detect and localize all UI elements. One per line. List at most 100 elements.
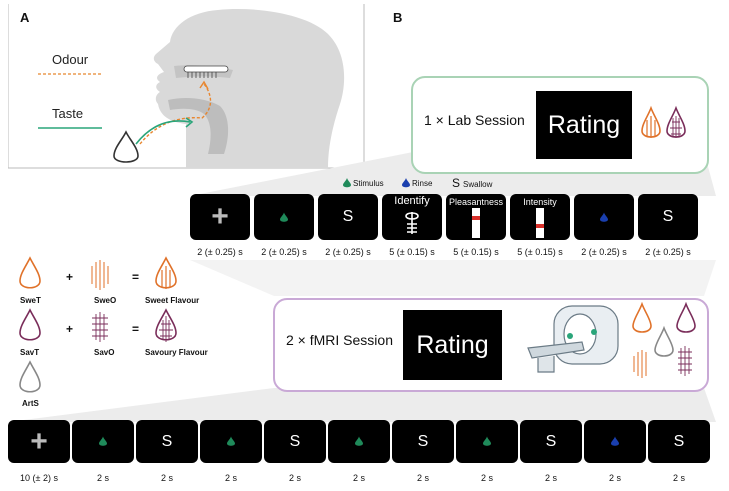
rinse-legend: Rinse (402, 178, 432, 188)
stimulus-drop-icon (99, 436, 107, 446)
lab-rating-screen: Rating (536, 91, 632, 159)
fmri-screen-swallow: S (136, 420, 198, 463)
savoury-odour-grid-icon (92, 312, 108, 342)
lab-to-fmri-projection (190, 260, 716, 296)
savo-label: SavO (94, 348, 115, 357)
sweet-odour-lines-icon (91, 260, 109, 290)
lab-screen-swallow-2: S (638, 194, 698, 240)
lab-session-label: 1 × Lab Session (424, 112, 525, 128)
swallow-legend-label: Swallow (463, 180, 493, 189)
fmri-session-label: 2 × fMRI Session (286, 332, 393, 348)
savoury-taste-drop-icon (19, 308, 41, 341)
sweet-taste-drop-icon (632, 302, 652, 333)
odour-arrow-head (199, 80, 209, 90)
plus-sign: + (66, 270, 74, 284)
fmri-screen-rinse (584, 420, 646, 463)
swallow-letter: S (342, 208, 354, 225)
savt-label: SavT (20, 348, 40, 357)
fmri-duration-5: 2 s (288, 473, 301, 483)
fmri-stimuli-drops (632, 302, 696, 378)
fmri-duration-3: 2 s (160, 473, 173, 483)
swallow-letter: S (417, 432, 429, 450)
lab-duration-6: 5 (± 0.15) s (517, 247, 563, 257)
olfactory-bulb-icon (183, 65, 229, 78)
fmri-screen-fixation: + (8, 420, 70, 463)
swallow-letter: S (161, 432, 173, 450)
rinse-legend-label: Rinse (412, 178, 433, 188)
fmri-duration-2: 2 s (96, 473, 109, 483)
sweet-taste-drop-icon (19, 256, 41, 289)
swallow-letter: S (289, 432, 301, 450)
drop-icon (113, 130, 139, 163)
fmri-duration-8: 2 s (480, 473, 493, 483)
sweet-flavour-drop-icon (155, 256, 177, 289)
pleasantness-scale (472, 208, 480, 238)
fmri-duration-6: 2 s (352, 473, 365, 483)
oral-cavity (168, 98, 229, 154)
savoury-odour-grid-icon (678, 346, 692, 376)
intensity-title: Intensity (523, 197, 557, 207)
panel-a-illustration (8, 4, 365, 169)
fmri-screen-swallow: S (520, 420, 582, 463)
fmri-screen-stimulus (200, 420, 262, 463)
taste-flow-path (135, 120, 191, 145)
swallow-letter: S (545, 432, 557, 450)
lab-duration-4: 5 (± 0.15) s (389, 247, 435, 257)
swet-label: SweT (20, 296, 41, 305)
fmri-screen-swallow: S (264, 420, 326, 463)
fmri-projection (8, 388, 716, 422)
artificial-saliva-drop-icon (654, 325, 674, 357)
fmri-duration-4: 2 s (224, 473, 237, 483)
fmri-duration-1: 10 (± 2) s (20, 473, 58, 483)
taste-label: Taste (52, 106, 84, 121)
stimulus-drop-icon (483, 436, 491, 446)
panel-b-letter: B (393, 10, 403, 25)
arts-label: ArtS (22, 399, 39, 408)
stimulus-legend: Stimulus (343, 178, 384, 188)
lab-flavour-drops (641, 105, 686, 138)
fmri-rating-text: Rating (416, 330, 489, 359)
plus-sign: + (66, 322, 74, 336)
savoury-flavour-drop-icon (666, 105, 686, 138)
fmri-screen-stimulus (72, 420, 134, 463)
lab-duration-3: 2 (± 0.25) s (325, 247, 371, 257)
lab-duration-1: 2 (± 0.25) s (197, 247, 243, 257)
mri-scanner-icon (527, 305, 619, 373)
swallow-legend: S Swallow (452, 176, 492, 190)
lab-screen-stimulus (254, 194, 314, 240)
artificial-saliva-drop-icon (19, 360, 41, 393)
lab-screen-identify: Identify (382, 194, 442, 240)
pleasantness-title: Pleasantness (448, 197, 504, 207)
fmri-screen-swallow: S (392, 420, 454, 463)
lab-duration-5: 5 (± 0.15) s (453, 247, 499, 257)
swallow-symbol: S (452, 176, 461, 190)
swallow-letter: S (673, 432, 685, 450)
fmri-screen-stimulus (328, 420, 390, 463)
rinse-drop-icon (600, 212, 608, 222)
lab-rating-text: Rating (547, 110, 621, 139)
fmri-screen-swallow: S (648, 420, 710, 463)
odour-flow-path (139, 83, 212, 145)
fixation-cross-icon: + (30, 424, 48, 458)
equals-sign: = (132, 270, 140, 284)
stimulus-legend-label: Stimulus (353, 178, 384, 188)
lab-duration-7: 2 (± 0.25) s (581, 247, 627, 257)
head-silhouette (153, 9, 345, 168)
equals-sign: = (132, 322, 140, 336)
identify-title: Identify (394, 195, 430, 207)
stimulus-drop-icon (343, 178, 351, 188)
fmri-duration-11: 2 s (672, 473, 685, 483)
lab-screen-pleasantness: Pleasantness (446, 194, 506, 240)
sweo-label: SweO (94, 296, 117, 305)
rinse-drop-icon (402, 178, 410, 188)
sweet-flavour-drop-icon (641, 105, 661, 138)
sweet-odour-lines-icon (633, 350, 647, 378)
lab-screen-swallow: S (318, 194, 378, 240)
lab-duration-8: 2 (± 0.25) s (645, 247, 691, 257)
identify-symbols-icon (405, 212, 419, 234)
stimulus-drop-icon (227, 436, 235, 446)
fmri-rating-screen: Rating (403, 310, 502, 380)
sweet-flavour-label: Sweet Flavour (145, 296, 200, 305)
fixation-cross-icon: + (211, 200, 229, 233)
